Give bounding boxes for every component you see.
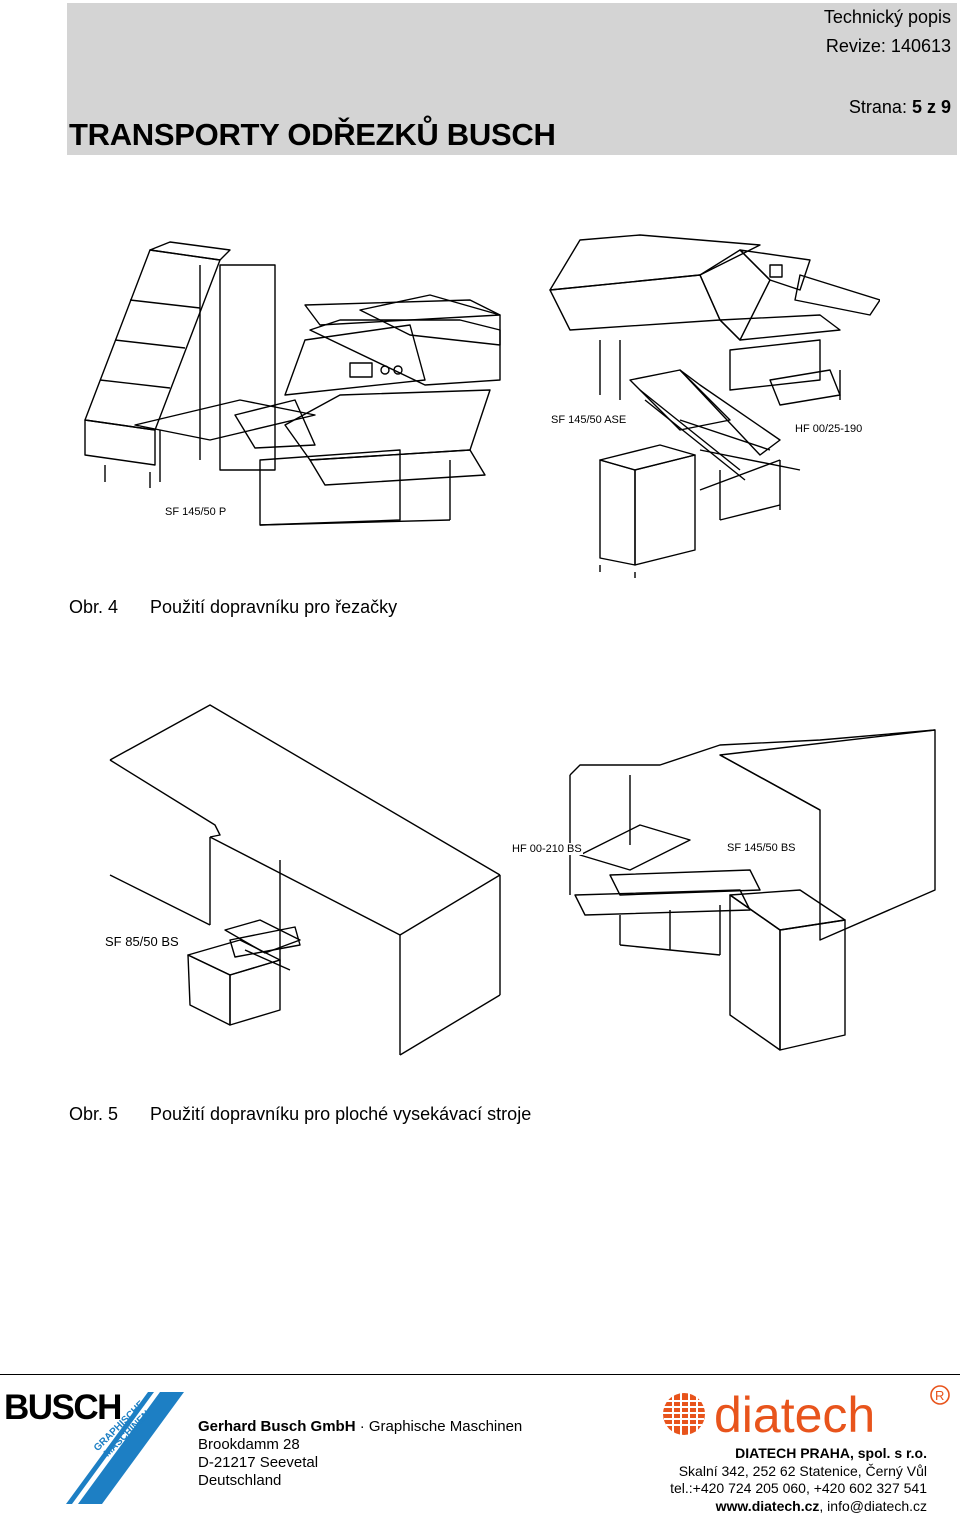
company-country: Deutschland <box>198 1472 282 1489</box>
diatech-wordmark: diatech <box>714 1387 875 1442</box>
diatech-company: DIATECH PRAHA, spol. s r.o. <box>735 1445 927 1461</box>
diatech-contact: www.diatech.cz, info@diatech.cz <box>670 1498 927 1516</box>
diatech-email[interactable]: , info@diatech.cz <box>819 1497 927 1514</box>
label-sf-145-50-bs: SF 145/50 BS <box>726 842 797 854</box>
page-value: 5 z 9 <box>911 97 951 117</box>
label-hf-00-25-190: HF 00/25-190 <box>794 423 864 435</box>
page-header: Technický popis Revize: 140613 Strana: 5… <box>67 3 957 155</box>
label-sf-145-50-p: SF 145/50 P <box>164 506 228 518</box>
conveyor-sf-p-drawing <box>84 241 276 488</box>
page-number: Strana: 5 z 9 <box>849 97 951 118</box>
figure-4-text: Použití dopravníku pro řezačky <box>150 597 398 617</box>
waste-bin-drawing <box>599 444 696 578</box>
conveyor-sf-ase-drawing <box>629 369 801 521</box>
busch-logo-stripes <box>66 1392 184 1504</box>
diatech-web-link[interactable]: www.diatech.cz <box>715 1497 820 1514</box>
company-name-line: Gerhard Busch GmbH · Graphische Maschine… <box>198 1418 522 1436</box>
diatech-phone: tel.:+420 724 205 060, +420 602 327 541 <box>670 1480 927 1496</box>
figure-5-number: Obr. 5 <box>69 1104 119 1124</box>
document-title: TRANSPORTY ODŘEZKŮ BUSCH <box>69 117 556 152</box>
company-street: Brookdamm 28 <box>198 1436 300 1453</box>
figure-5-text: Použití dopravníku pro ploché vysekávací… <box>150 1104 532 1124</box>
revision: Revize: 140613 <box>825 36 951 56</box>
diatech-street: Skalní 342, 252 62 Statenice, Černý Vůl <box>678 1462 927 1479</box>
busch-logo: BUSCH GRAPHISCHE MASCHINEN <box>4 1388 184 1506</box>
figure-5-drawing: HF 00-210 BS SF 145/50 BS SF 85/50 BS <box>100 695 950 1060</box>
waste-bin-right-drawing <box>729 889 846 1051</box>
document-type: Technický popis <box>823 7 951 27</box>
die-cutter-right-drawing <box>569 729 936 941</box>
label-sf-85-50-bs: SF 85/50 BS <box>104 934 180 949</box>
busch-logo-wordmark: BUSCH <box>4 1388 122 1427</box>
company-name: Gerhard Busch GmbH <box>198 1418 356 1435</box>
company-city: D-21217 Seevetal <box>198 1454 319 1471</box>
die-cutter-left-drawing <box>109 704 501 1056</box>
label-hf-00-210-bs: HF 00-210 BS <box>511 843 583 855</box>
conveyor-hf-210-bs-drawing <box>574 824 761 956</box>
figure-4-number: Obr. 4 <box>69 597 119 617</box>
company-suffix: · Graphische Maschinen <box>355 1418 523 1435</box>
busch-address: Gerhard Busch GmbH · Graphische Maschine… <box>198 1418 522 1490</box>
page-label: Strana: <box>848 97 907 117</box>
cutter-machine-left-drawing <box>134 294 501 526</box>
cutter-machine-right-drawing <box>549 234 880 406</box>
footer-divider <box>0 1374 960 1375</box>
diatech-address: DIATECH PRAHA, spol. s r.o. Skalní 342, … <box>670 1445 927 1515</box>
figure-4-drawing: SF 145/50 P SF 145/50 ASE HF 00/25-190 <box>80 220 880 580</box>
label-sf-145-50-ase: SF 145/50 ASE <box>550 414 628 426</box>
diatech-logo: diatech R <box>663 1385 950 1442</box>
conveyor-sf-85-bs-drawing <box>187 919 301 1026</box>
svg-text:R: R <box>935 1388 944 1403</box>
